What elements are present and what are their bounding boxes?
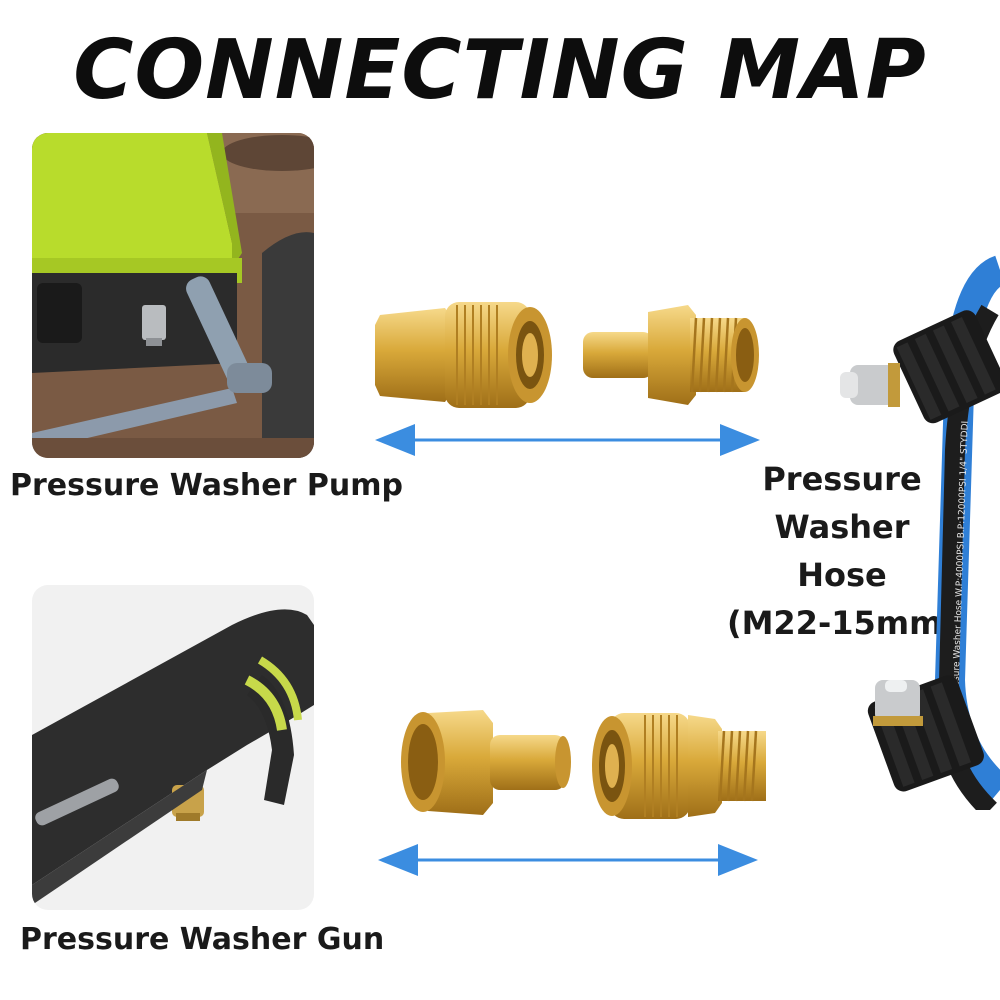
gun-label: Pressure Washer Gun <box>20 922 385 957</box>
hose-label-line: Pressure <box>762 460 922 498</box>
hose-image: Pressure Washer Hose W.P:4000PSI B.P:120… <box>840 255 1000 810</box>
hose-size-label: (M22-15mm) <box>726 604 958 642</box>
gun-photo <box>32 585 314 910</box>
pump-label: Pressure Washer Pump <box>10 468 403 503</box>
hose-label-line: Washer <box>774 508 910 546</box>
male-plug-fitting <box>583 305 759 405</box>
female-quick-coupler-fitting <box>375 302 552 408</box>
hose-label: Pressure Washer Hose (M22-15mm) <box>722 455 962 647</box>
female-thread-plug-fitting <box>401 710 571 815</box>
female-quick-coupler-fitting <box>592 713 766 819</box>
double-arrow-icon <box>378 844 758 876</box>
double-arrow-icon <box>375 424 760 456</box>
pump-photo <box>32 133 314 458</box>
page-title: CONNECTING MAP <box>73 23 927 118</box>
hose-label-line: Hose <box>797 556 887 594</box>
